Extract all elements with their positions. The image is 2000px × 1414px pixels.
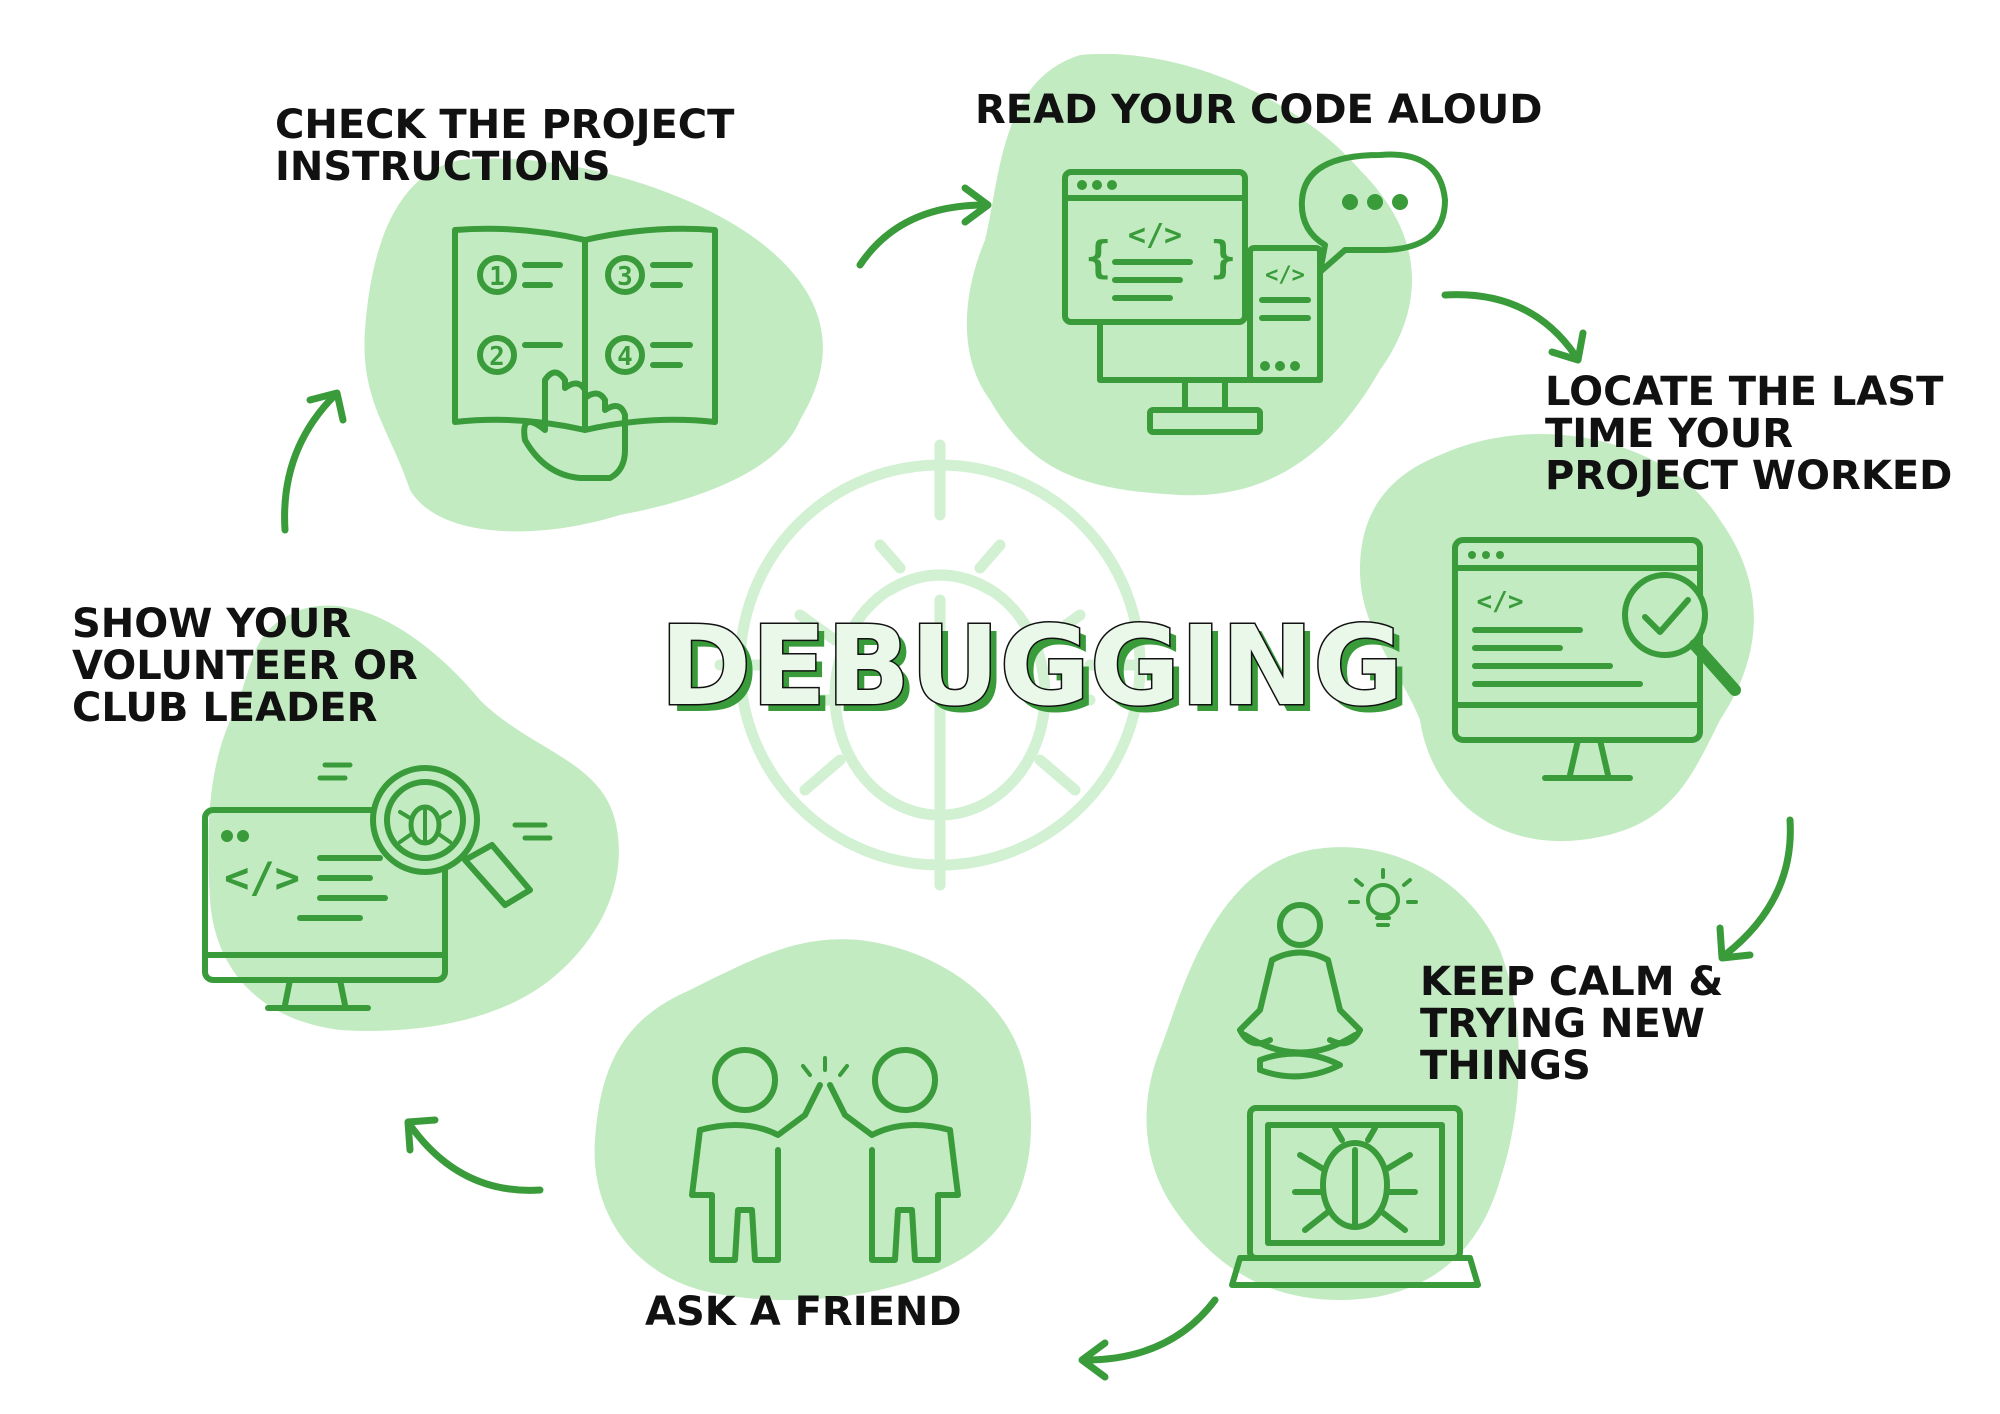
label-line: THINGS xyxy=(1420,1043,1591,1089)
code-tag-large: </> xyxy=(1128,218,1182,253)
step-number-4: 4 xyxy=(617,342,633,372)
blob-keep-calm xyxy=(1146,847,1519,1300)
monitor-magnifier-check-icon: </> xyxy=(1452,537,1741,781)
center-title: DEBUGGING xyxy=(660,602,1403,730)
label-check-instructions: CHECK THE PROJECT INSTRUCTIONS xyxy=(275,102,748,190)
blob-ask-friend xyxy=(594,939,1032,1300)
blob-check-instructions xyxy=(364,158,823,532)
cycle-arrows xyxy=(281,184,1794,1381)
label-line: KEEP CALM & xyxy=(1420,959,1723,1005)
label-line: VOLUNTEER OR xyxy=(72,643,418,689)
step-number-1: 1 xyxy=(489,262,505,292)
center-title-shadow: DEBUGGING xyxy=(667,609,1410,737)
label-line: INSTRUCTIONS xyxy=(275,144,611,190)
bug-watermark-icon xyxy=(784,539,1096,821)
brace-right: } xyxy=(1210,232,1237,283)
brace-left: { xyxy=(1085,232,1112,283)
lightbulb-icon xyxy=(1348,868,1418,927)
step-number-2: 2 xyxy=(489,342,505,372)
blob-read-aloud xyxy=(966,53,1413,496)
label-read-aloud: READ YOUR CODE ALOUD xyxy=(975,87,1542,133)
label-line: CHECK THE PROJECT xyxy=(275,102,735,148)
label-line: TIME YOUR xyxy=(1545,411,1793,457)
label-line: ASK A FRIEND xyxy=(645,1289,962,1335)
arrow-1-icon xyxy=(856,201,989,269)
target-bug-watermark xyxy=(714,439,1166,891)
label-locate-last-working: LOCATE THE LAST TIME YOUR PROJECT WORKED xyxy=(1545,369,1957,499)
meditation-laptop-bug-icon xyxy=(1229,868,1481,1288)
arrow-4-icon xyxy=(1081,1296,1219,1364)
arrow-3-icon xyxy=(1721,816,1794,959)
monitor-bug-magnifier-icon: </> xyxy=(202,762,553,1011)
code-tag: </> xyxy=(224,853,300,902)
label-line: PROJECT WORKED xyxy=(1545,453,1952,499)
high-five-icon xyxy=(689,1047,961,1263)
label-line: READ YOUR CODE ALOUD xyxy=(975,87,1542,133)
arrow-6-icon xyxy=(281,391,339,534)
arrow-5-icon xyxy=(406,1121,544,1194)
code-speech-monitor-icon: { } </> </> xyxy=(1062,151,1448,435)
code-tag: </> xyxy=(1477,587,1524,617)
meditating-person-icon xyxy=(1237,902,1363,1080)
code-tag-small: </> xyxy=(1265,263,1305,288)
label-line: CLUB LEADER xyxy=(72,685,377,731)
label-ask-friend: ASK A FRIEND xyxy=(645,1289,962,1335)
instruction-book-icon: 1 2 3 4 xyxy=(452,225,718,481)
label-keep-calm: KEEP CALM & TRYING NEW THINGS xyxy=(1420,959,1737,1089)
label-show-leader: SHOW YOUR VOLUNTEER OR CLUB LEADER xyxy=(72,601,432,731)
label-line: LOCATE THE LAST xyxy=(1545,369,1944,415)
arrow-2-icon xyxy=(1441,291,1579,359)
label-line: SHOW YOUR xyxy=(72,601,351,647)
step-number-3: 3 xyxy=(617,262,633,292)
label-line: TRYING NEW xyxy=(1420,1001,1705,1047)
laptop-bug-icon xyxy=(1229,1105,1481,1288)
